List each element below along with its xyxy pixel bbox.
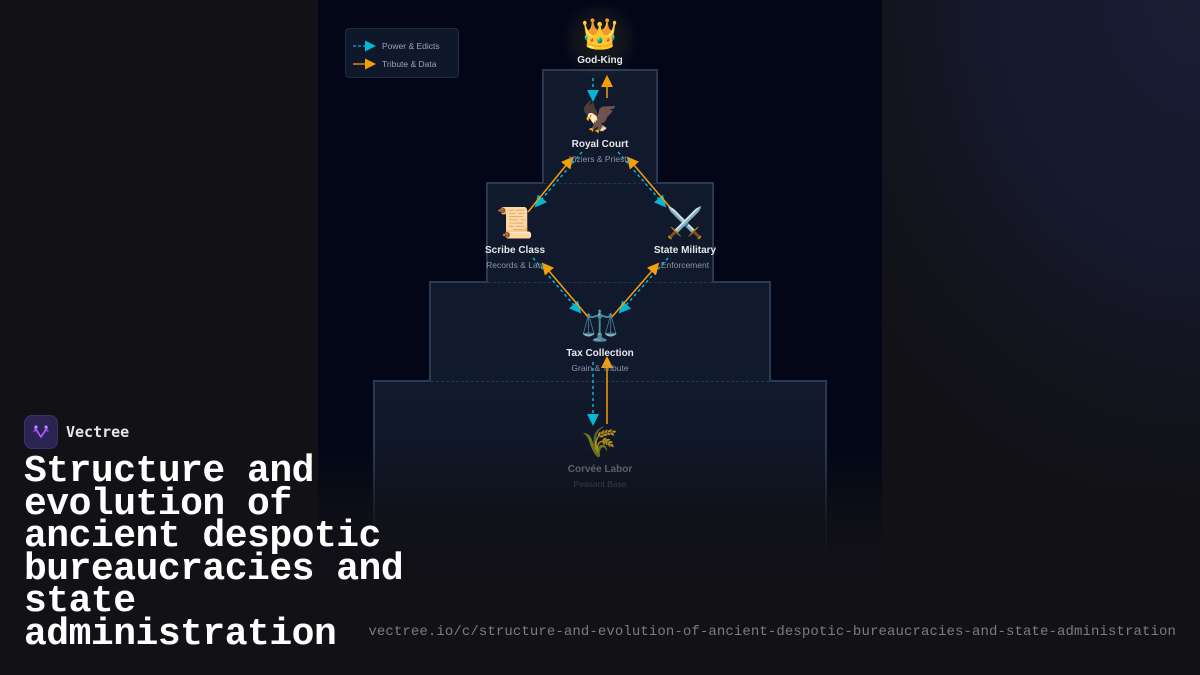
scales-icon: ⚖️ <box>581 310 619 343</box>
node-royal-court[interactable]: 🦅 Royal Court Viziers & Priests <box>540 101 660 164</box>
wheat-icon: 🌾 <box>581 426 619 459</box>
brand-name: Vectree <box>66 423 130 441</box>
node-corvee-labor[interactable]: 🌾 Corvée Labor Peasant Base <box>540 426 660 489</box>
edge-tribute-scribe-court <box>527 156 574 213</box>
crown-icon: 👑 <box>581 18 619 51</box>
scroll-icon: 📜 <box>496 207 534 240</box>
node-label: God-King <box>577 55 623 66</box>
node-scribe-class[interactable]: 📜 Scribe Class Records & Law <box>455 207 575 270</box>
node-label: State Military <box>653 245 717 256</box>
node-label: Scribe Class <box>484 245 546 256</box>
edge-tribute-military-court <box>626 156 675 213</box>
node-state-military[interactable]: ⚔️ State Military Enforcement <box>625 207 745 270</box>
crossed-swords-icon: ⚔️ <box>666 207 704 240</box>
brand[interactable]: Vectree <box>24 415 129 449</box>
page-title: Structure and evolution of ancient despo… <box>24 450 404 656</box>
node-sublabel: Enforcement <box>660 260 710 270</box>
node-god-king[interactable]: 👑 God-King <box>540 18 660 66</box>
node-sublabel: Grain & Tribute <box>571 363 629 373</box>
page-url[interactable]: vectree.io/c/structure-and-evolution-of-… <box>368 624 1176 640</box>
eagle-icon: 🦅 <box>581 101 619 134</box>
vectree-logo-icon <box>24 415 58 449</box>
node-label: Tax Collection <box>566 348 634 359</box>
node-label: Royal Court <box>571 139 629 150</box>
node-label: Corvée Labor <box>567 464 633 475</box>
node-sublabel: Viziers & Priests <box>569 154 631 164</box>
node-sublabel: Records & Law <box>486 260 544 270</box>
node-sublabel: Peasant Base <box>573 479 627 489</box>
node-tax-collection[interactable]: ⚖️ Tax Collection Grain & Tribute <box>540 310 660 373</box>
